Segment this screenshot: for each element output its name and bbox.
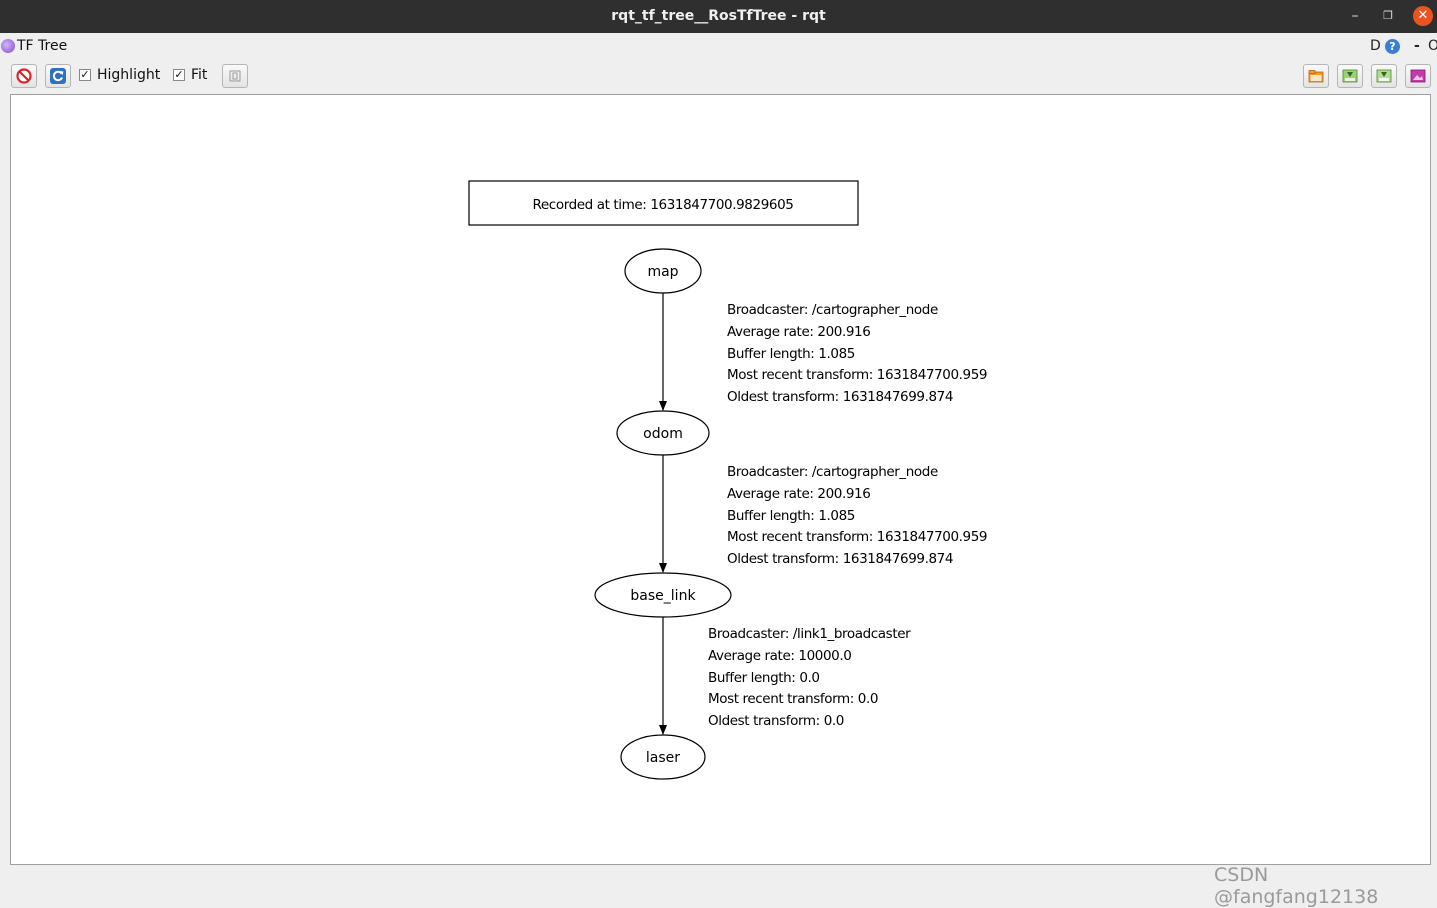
left-dock-strip [0, 94, 3, 865]
node-laser-label: laser [646, 750, 680, 766]
clear-button[interactable] [11, 64, 37, 88]
watermark: CSDN @fangfang12138 [1214, 864, 1379, 908]
edge-broadcaster: Broadcaster: /cartographer_node [727, 302, 938, 318]
edge-broadcaster: Broadcaster: /cartographer_node [727, 464, 938, 480]
toolbar: ✓ Highlight ✓ Fit [0, 60, 1437, 92]
close-button[interactable]: ✕ [1413, 6, 1433, 26]
edge-average-rate: Average rate: 200.916 [727, 324, 870, 340]
save-svg-button[interactable] [1371, 64, 1397, 88]
edge-average-rate: Average rate: 200.916 [727, 486, 870, 502]
minimize-plugin-button[interactable]: - [1414, 38, 1420, 54]
save-svg-icon [1376, 69, 1392, 83]
open-dot-button[interactable] [1303, 64, 1329, 88]
highlight-label: Highlight [97, 67, 161, 83]
node-map-label: map [647, 264, 678, 280]
node-base-link[interactable] [594, 572, 732, 618]
folder-icon [1308, 70, 1324, 83]
rqt-plugin-icon [1, 39, 15, 53]
close-plugin-button[interactable]: O [1428, 38, 1437, 54]
edge-most-recent: Most recent transform: 1631847700.959 [727, 529, 987, 545]
save-image-button[interactable] [1405, 64, 1431, 88]
window-titlebar: rqt_tf_tree__RosTfTree - rqt – ❐ ✕ [0, 0, 1437, 33]
fit-checkbox[interactable]: ✓ [173, 68, 185, 81]
plugin-header: TF Tree D ? - O [0, 34, 1437, 60]
node-odom[interactable] [616, 410, 710, 456]
refresh-button[interactable] [45, 64, 71, 88]
plugin-title: TF Tree [17, 38, 68, 54]
fit-label: Fit [191, 67, 208, 83]
edge-broadcaster: Broadcaster: /link1_broadcaster [708, 626, 911, 642]
edge-oldest: Oldest transform: 1631847699.874 [727, 551, 953, 567]
edge-buffer-length: Buffer length: 1.085 [727, 508, 855, 524]
dock-toggle-button[interactable]: D [1370, 38, 1381, 54]
node-map[interactable] [624, 248, 702, 294]
recorded-time-box [468, 180, 859, 226]
help-button[interactable]: ? [1385, 39, 1400, 54]
highlight-checkbox[interactable]: ✓ [79, 68, 91, 81]
node-laser[interactable] [620, 734, 706, 780]
fit-in-view-button[interactable] [222, 64, 248, 88]
window-title: rqt_tf_tree__RosTfTree - rqt [611, 8, 826, 24]
tf-tree-canvas[interactable]: Recorded at time: 1631847700.9829605 map… [10, 94, 1431, 865]
image-icon [1410, 69, 1426, 83]
save-icon [1342, 69, 1358, 83]
recorded-time-text: Recorded at time: 1631847700.9829605 [533, 197, 794, 213]
edge-most-recent: Most recent transform: 0.0 [708, 691, 878, 707]
node-odom-label: odom [643, 426, 683, 442]
node-base-link-label: base_link [630, 588, 696, 604]
stop-icon [16, 68, 32, 84]
edge-label-map-odom: Broadcaster: /cartographer_node Average … [727, 302, 988, 405]
edge-most-recent: Most recent transform: 1631847700.959 [727, 367, 987, 383]
refresh-icon [50, 68, 66, 84]
edge-oldest: Oldest transform: 0.0 [708, 713, 844, 729]
edge-oldest: Oldest transform: 1631847699.874 [727, 389, 953, 405]
save-dot-button[interactable] [1337, 64, 1363, 88]
minimize-button[interactable]: – [1351, 8, 1359, 24]
edge-buffer-length: Buffer length: 0.0 [708, 670, 820, 686]
edge-label-odom-base-link: Broadcaster: /cartographer_node Average … [727, 464, 988, 567]
edge-average-rate: Average rate: 10000.0 [708, 648, 851, 664]
tf-tree-graph: Recorded at time: 1631847700.9829605 map… [468, 180, 988, 780]
edge-buffer-length: Buffer length: 1.085 [727, 346, 855, 362]
maximize-button[interactable]: ❐ [1383, 9, 1393, 22]
edge-label-base-link-laser: Broadcaster: /link1_broadcaster Average … [708, 626, 912, 729]
zoom-fit-icon [229, 70, 241, 82]
